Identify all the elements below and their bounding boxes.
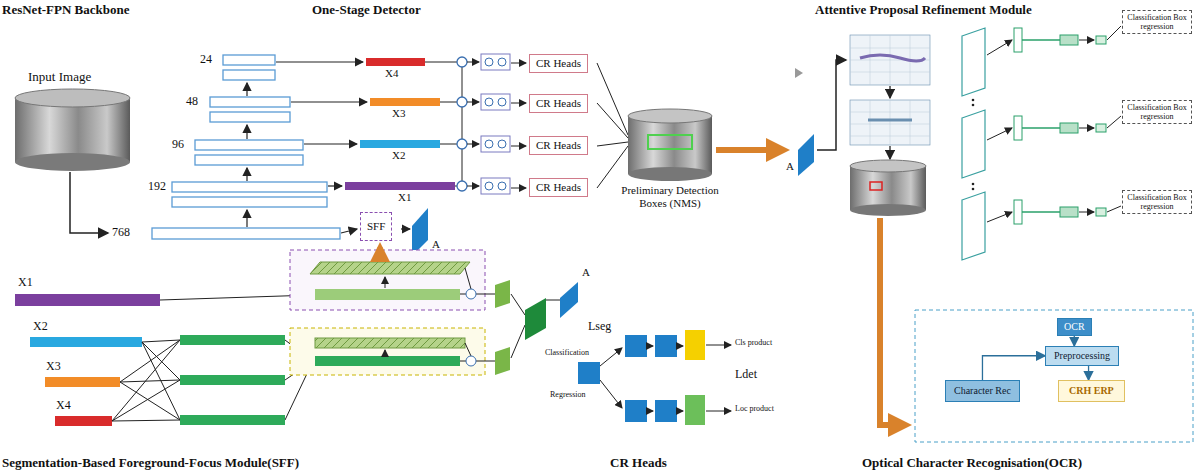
- node-text: Classification Box regression: [1126, 103, 1188, 121]
- node-text: CRH ERP: [1069, 385, 1114, 397]
- node-text: Classification Box regression: [1126, 13, 1188, 31]
- feature-label: X1: [398, 191, 411, 204]
- flow-arrow: [982, 356, 1045, 380]
- output-box: Classification Box regression: [1122, 10, 1192, 34]
- loss-label: Lseg: [588, 320, 611, 334]
- node-text: CR Heads: [536, 139, 581, 152]
- node-text: Classification Box regression: [1126, 193, 1188, 211]
- feature-label: X3: [392, 107, 405, 120]
- attention-label: A: [432, 238, 440, 251]
- channel-number: 24: [200, 53, 212, 67]
- node-text: OCR: [1064, 321, 1085, 333]
- module-box: SFF: [360, 212, 392, 241]
- channel-number: 96: [172, 138, 184, 152]
- channel-number: 48: [186, 95, 198, 109]
- feature-label: X1: [18, 276, 33, 290]
- image-label: Input Image: [28, 70, 91, 85]
- head-box: CR Heads: [529, 136, 588, 155]
- node-text: CR Heads: [536, 57, 581, 70]
- section-title: Optical Character Recognisation(OCR): [862, 456, 1082, 471]
- section-title: One-Stage Detector: [312, 3, 421, 18]
- feature-label: X4: [56, 399, 71, 413]
- image-caption: Preliminary Detection Boxes (NMS): [615, 184, 725, 209]
- output-box: Classification Box regression: [1122, 100, 1192, 124]
- flow-arrow: [1088, 366, 1089, 381]
- attention-label: A: [582, 266, 590, 279]
- process-box: OCR: [1057, 318, 1092, 336]
- section-title: ResNet-FPN Backbone: [2, 3, 129, 18]
- node-text: Character Rec: [954, 385, 1011, 397]
- section-title: Attentive Proposal Refinement Module: [815, 3, 1032, 18]
- output-label: Cls product: [735, 338, 772, 347]
- input-cylinder: [15, 89, 130, 171]
- process-box: Character Rec: [945, 380, 1020, 402]
- output-box: Classification Box regression: [1122, 190, 1192, 214]
- loss-label: Ldet: [735, 368, 757, 382]
- node-text: CR Heads: [536, 97, 581, 110]
- section-title: Segmentation-Based Foreground-Focus Modu…: [2, 456, 299, 471]
- feature-label: X4: [385, 67, 398, 80]
- feature-label: X3: [46, 360, 61, 374]
- head-box: CR Heads: [529, 178, 588, 197]
- node-text: SFF: [367, 220, 385, 233]
- node-text: Preprocessing: [1054, 350, 1110, 362]
- head-box: CR Heads: [529, 94, 588, 113]
- output-label: Loc product: [735, 404, 774, 413]
- process-box: Preprocessing: [1045, 346, 1119, 366]
- section-title: CR Heads: [610, 456, 667, 471]
- process-box: CRH ERP: [1058, 380, 1125, 402]
- node-text: CR Heads: [536, 181, 581, 194]
- branch-label: Regression: [550, 390, 586, 399]
- channel-number: 768: [112, 226, 130, 240]
- feature-label: X2: [33, 320, 48, 334]
- branch-label: Classification: [545, 348, 589, 357]
- flow-arrow: [1074, 336, 1075, 347]
- feature-label: X2: [392, 149, 405, 162]
- head-box: CR Heads: [529, 54, 588, 73]
- attention-label: A: [786, 160, 794, 173]
- channel-number: 192: [148, 180, 166, 194]
